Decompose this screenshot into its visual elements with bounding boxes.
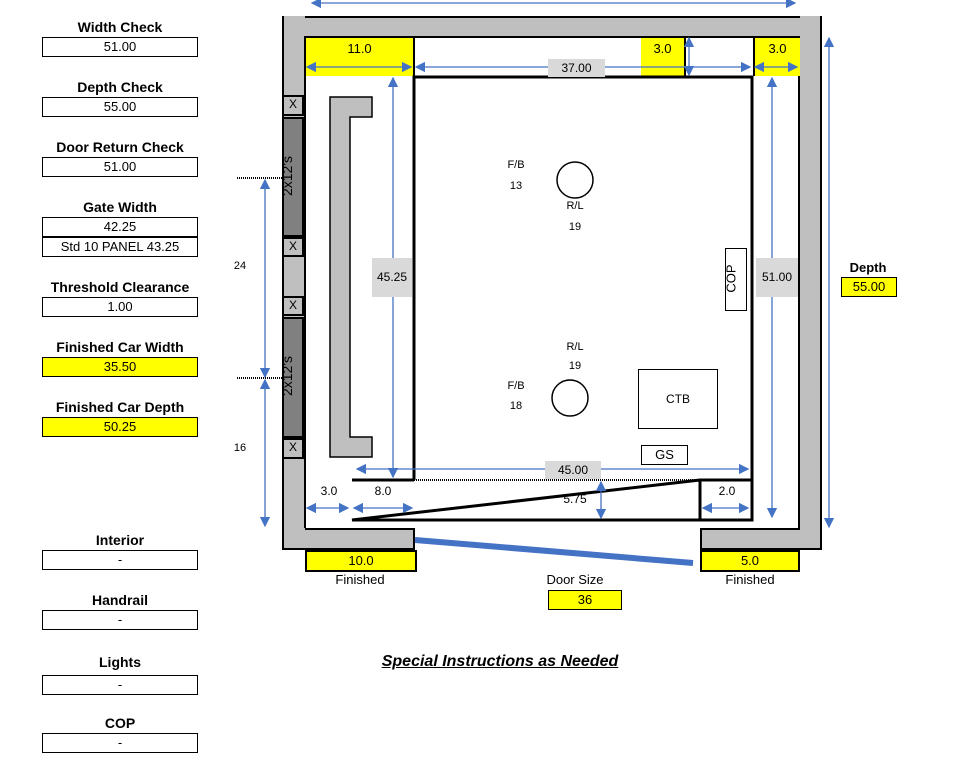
light-fixture-2 [551, 379, 589, 417]
finished-right-label: Finished [725, 572, 775, 587]
bottom-width-label: 45.00 [545, 461, 601, 479]
dim-24-label: 24 [233, 260, 247, 272]
interior-field[interactable]: - [42, 550, 198, 570]
cop-field[interactable]: - [42, 733, 198, 753]
interior-label: Interior [95, 532, 145, 548]
depth-value[interactable]: 55.00 [841, 277, 897, 297]
door-size-value[interactable]: 36 [548, 590, 622, 610]
light1-fb-label: F/B [507, 159, 525, 171]
door-size-label: Door Size [546, 572, 604, 587]
width-check-label: Width Check [77, 19, 163, 35]
light2-fb-label: F/B [507, 380, 525, 392]
finished-car-width-field[interactable]: 35.50 [42, 357, 198, 377]
light1-fb-value: 13 [509, 180, 523, 192]
depth-label: Depth [849, 260, 887, 275]
front-return-right [700, 528, 800, 550]
cop-panel-label: COP [723, 264, 739, 293]
handrail-shape [329, 96, 373, 458]
lights-label: Lights [99, 654, 141, 670]
handrail-label: Handrail [91, 592, 148, 608]
door-return-check-field[interactable]: 51.00 [42, 157, 198, 177]
light1-rl-label: R/L [566, 200, 584, 212]
finished-car-width-label: Finished Car Width [56, 339, 184, 355]
threshold-clearance-label: Threshold Clearance [50, 279, 190, 295]
sill-depth-label: 5.75 [563, 492, 587, 506]
x-block: X [282, 438, 304, 459]
right-depth-label: 51.00 [756, 258, 798, 297]
width-check-field[interactable]: 51.00 [42, 37, 198, 57]
gate-width-label: Gate Width [83, 199, 157, 215]
depth-check-field[interactable]: 55.00 [42, 97, 198, 117]
finished-left-label: Finished [335, 572, 385, 587]
light2-fb-value: 18 [509, 400, 523, 412]
light-fixture-1 [556, 161, 594, 199]
special-instructions: Special Instructions as Needed [381, 653, 619, 670]
top-mid-value: 3.0 [653, 41, 672, 56]
gs-box[interactable]: GS [641, 445, 688, 465]
left-depth-label: 45.25 [372, 258, 412, 297]
right-wall [800, 16, 822, 550]
ctb-box[interactable]: CTB [638, 369, 718, 429]
stud-block [282, 117, 304, 237]
threshold-clearance-field[interactable]: 1.00 [42, 297, 198, 317]
stud-block [282, 317, 304, 438]
light2-rl-value: 19 [568, 360, 582, 372]
light1-rl-value: 19 [568, 221, 582, 233]
light2-rl-label: R/L [566, 341, 584, 353]
depth-check-label: Depth Check [77, 79, 163, 95]
finished-right-value[interactable]: 5.0 [700, 550, 800, 572]
cop-panel[interactable]: COP [723, 248, 747, 311]
top-right-value: 3.0 [768, 41, 787, 56]
finished-car-depth-label: Finished Car Depth [55, 399, 185, 415]
return-left-value: 11.0 [347, 41, 372, 56]
top-width-label: 37.00 [548, 59, 605, 77]
x-block: X [282, 95, 304, 116]
x-block: X [282, 296, 304, 316]
front-return-left [305, 528, 415, 550]
finished-left-value[interactable]: 10.0 [305, 550, 417, 572]
sill-left-label: 3.0 [320, 484, 338, 498]
door-panel [414, 537, 694, 566]
sill-left2-label: 8.0 [374, 484, 392, 498]
gate-panel-field[interactable]: Std 10 PANEL 43.25 [42, 237, 198, 257]
car-outline [412, 75, 754, 480]
door-return-check-label: Door Return Check [56, 139, 184, 155]
sill-right-label: 2.0 [718, 484, 736, 498]
dim-16-label: 16 [233, 442, 247, 454]
x-block: X [282, 237, 304, 257]
finished-car-depth-field[interactable]: 50.25 [42, 417, 198, 437]
lights-field[interactable]: - [42, 675, 198, 695]
handrail-field[interactable]: - [42, 610, 198, 630]
sill-outline [351, 478, 754, 522]
gate-width-field[interactable]: 42.25 [42, 217, 198, 237]
cop-label: COP [104, 715, 136, 731]
